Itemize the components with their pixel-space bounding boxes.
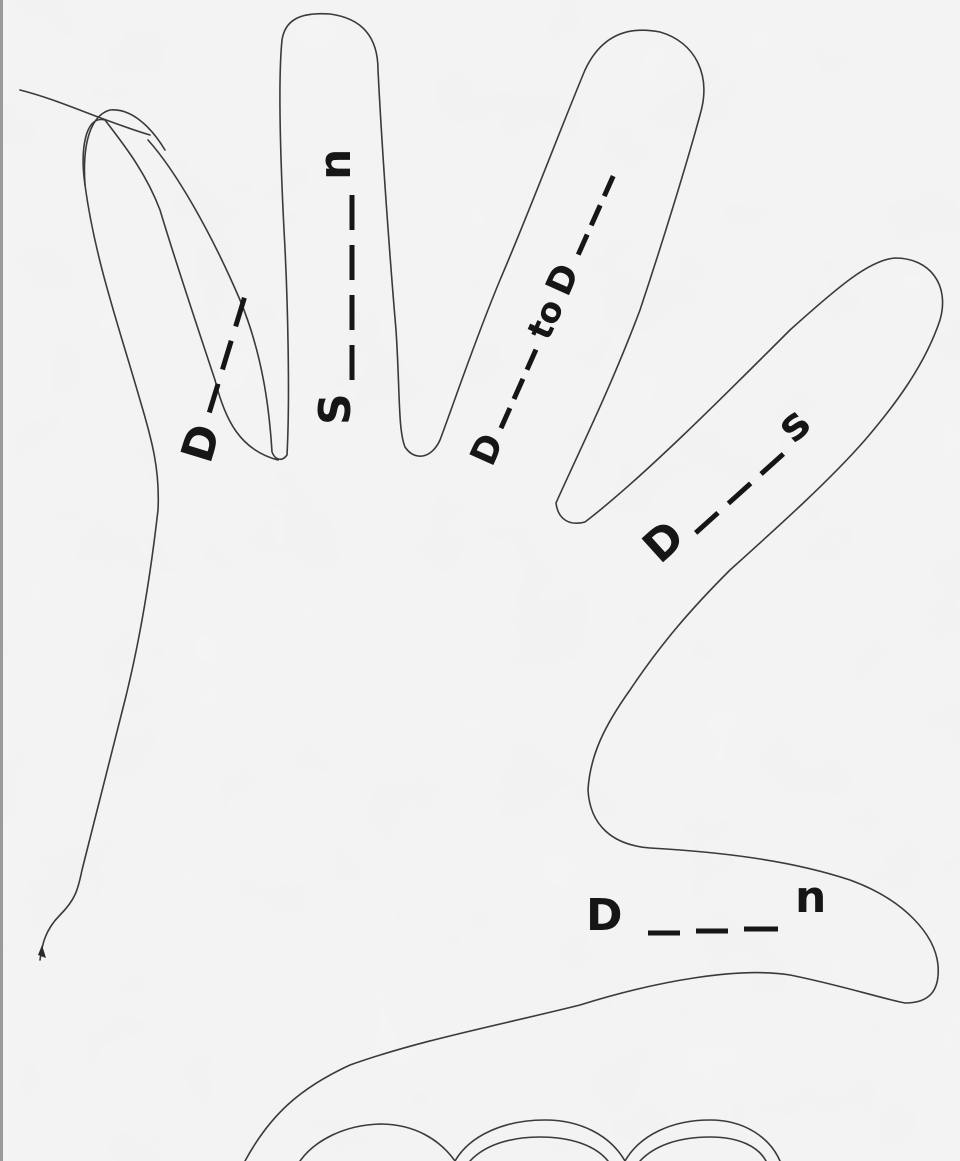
thumb-end-letter: n [795,872,826,923]
ring-end-letter: n [310,149,361,180]
ring-start-letter: S [310,393,361,425]
thumb-start-letter: D [586,890,623,941]
